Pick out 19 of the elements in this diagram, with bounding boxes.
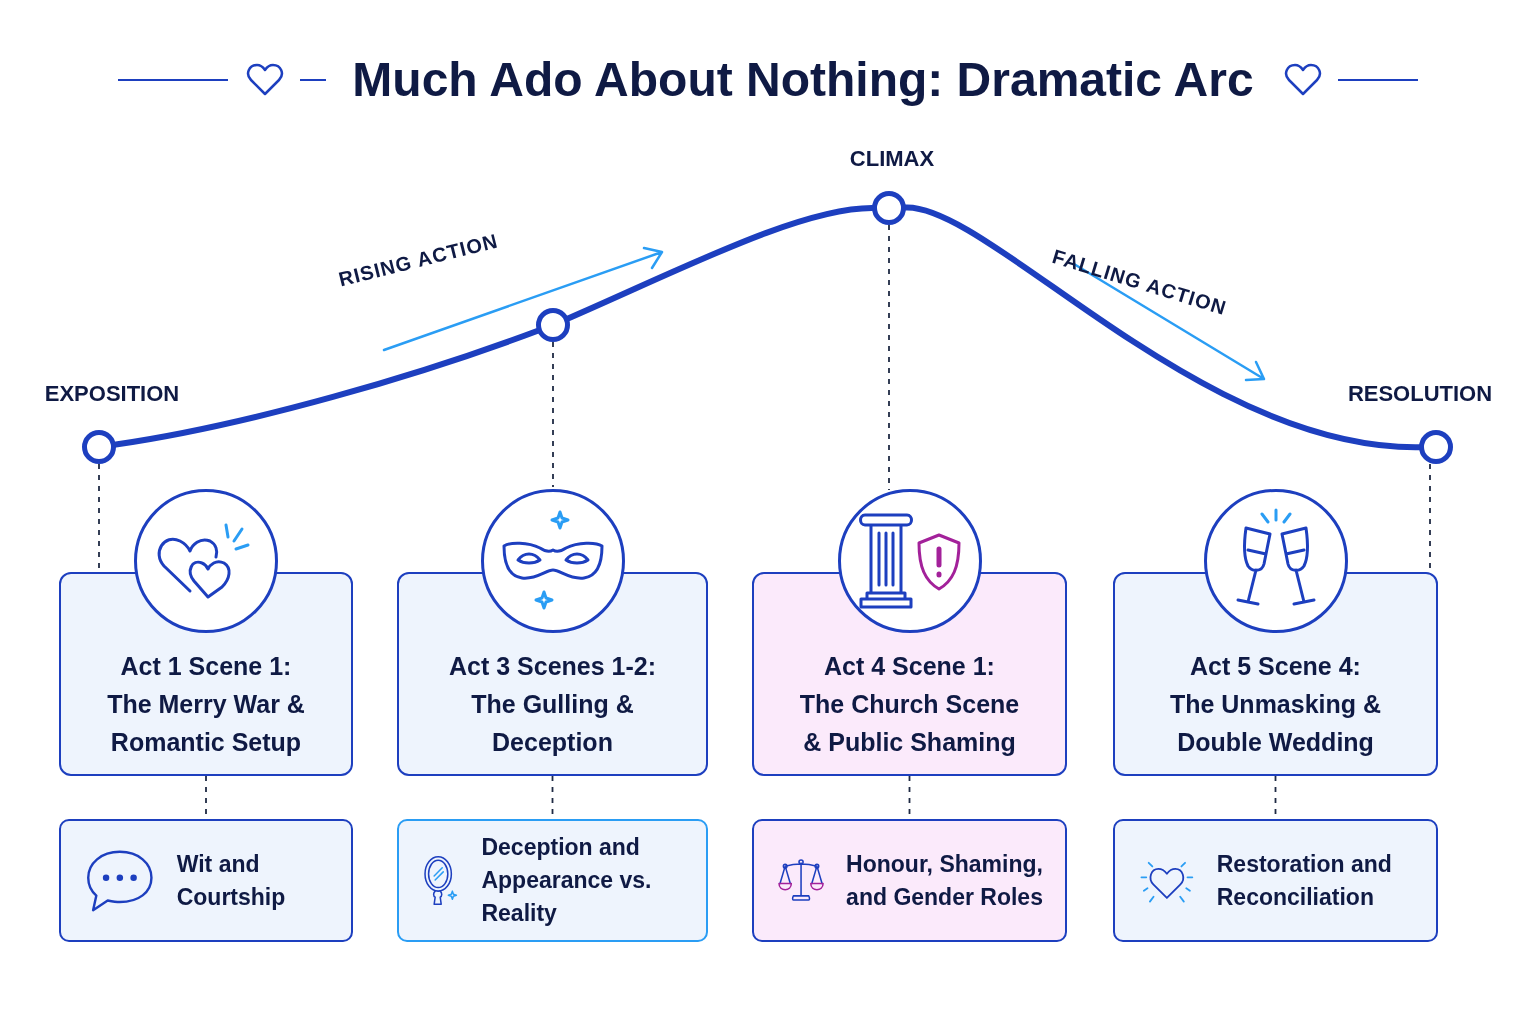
stage-label: EXPOSITION bbox=[44, 383, 180, 405]
theme-card bbox=[1113, 819, 1438, 942]
phase-label: RISING ACTION bbox=[336, 230, 500, 290]
scene-title: Act 4 Scene 1: The Church Scene & Public Shaming bbox=[798, 651, 1021, 758]
theme-text: Wit and Courtship bbox=[176, 849, 287, 912]
theme-card bbox=[397, 819, 708, 942]
theme-text: Honour, Shaming, and Gender Roles bbox=[846, 849, 1044, 912]
stage-label: CLIMAX bbox=[849, 148, 935, 170]
stage-label: RESOLUTION bbox=[1347, 383, 1493, 405]
dashed-connector bbox=[552, 341, 554, 488]
title: Much Ado About Nothing: Dramatic Arc bbox=[351, 52, 1255, 108]
scene-title: Act 5 Scene 4: The Unmasking & Double Wedding bbox=[1168, 651, 1383, 758]
scene-title: Act 1 Scene 1: The Merry War & Romantic Setup bbox=[106, 651, 306, 758]
theme-text: Deception and Appearance vs. Reality bbox=[481, 833, 653, 928]
theme-text: Restoration and Reconciliation bbox=[1216, 849, 1393, 912]
scene-title: Act 3 Scenes 1-2: The Gulling & Deception bbox=[447, 651, 657, 758]
theme-card bbox=[59, 819, 353, 942]
theme-card bbox=[752, 819, 1067, 942]
plot-point bbox=[536, 308, 570, 342]
